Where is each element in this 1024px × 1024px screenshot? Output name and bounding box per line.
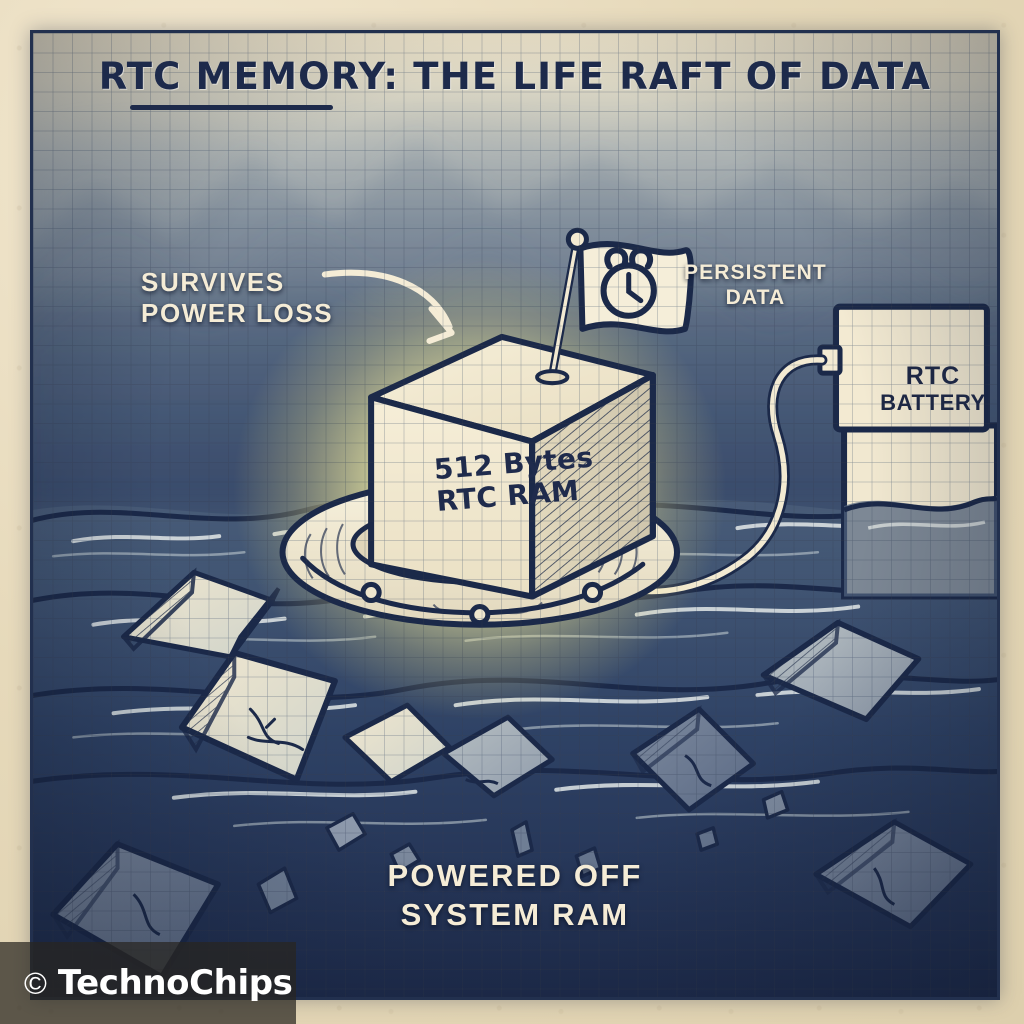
annotation-line: PERSISTENT: [684, 261, 827, 284]
survives-power-loss-arrow: [321, 269, 455, 344]
life-raft-group: [279, 227, 694, 628]
battery-box: [817, 303, 990, 433]
annotation-line: POWER LOSS: [141, 297, 334, 328]
page-title: RTC MEMORY: THE LIFE RAFT OF DATA: [98, 55, 932, 98]
sunken-block: [813, 817, 974, 930]
annotation-line: DATA: [725, 285, 786, 309]
watermark-text: TechnoChips: [57, 963, 293, 1003]
rtc-ram-cube: [368, 333, 656, 600]
annotation-powered-off-system-ram: POWERED OFF SYSTEM RAM: [33, 857, 997, 935]
sunken-block: [630, 705, 756, 813]
graph-paper-grid: [33, 33, 997, 997]
illustration-frame: RTC MEMORY: THE LIFE RAFT OF DATA SURVIV…: [30, 30, 1000, 1000]
annotation-survives-power-loss: SURVIVES POWER LOSS: [141, 267, 333, 328]
battery-label-line: RTC: [905, 362, 961, 390]
sunken-block: [178, 646, 338, 783]
rtc-battery-label: RTC BATTERY: [871, 362, 995, 415]
battery-platform: [841, 422, 997, 600]
rtc-battery-group: [617, 303, 997, 600]
raft-rope: [300, 555, 646, 626]
watermark: © TechnoChips: [0, 942, 296, 1024]
sunken-block: [441, 714, 555, 799]
graph-paper-grid-highlight: [33, 33, 997, 997]
title-underline: [130, 105, 333, 110]
flag: [577, 241, 694, 335]
copyright-icon: ©: [24, 965, 47, 1001]
annotation-line: SYSTEM RAM: [400, 896, 630, 932]
annotation-line: SURVIVES: [141, 267, 285, 297]
alarm-clock-icon: [600, 247, 657, 319]
battery-label-line: BATTERY: [880, 389, 986, 415]
flag-pole: [535, 227, 589, 386]
sunken-block: [760, 618, 922, 723]
annotation-persistent-data: PERSISTENT DATA: [684, 261, 827, 311]
annotation-line: POWERED OFF: [387, 858, 643, 893]
sinking-ram-blocks: [50, 567, 974, 980]
